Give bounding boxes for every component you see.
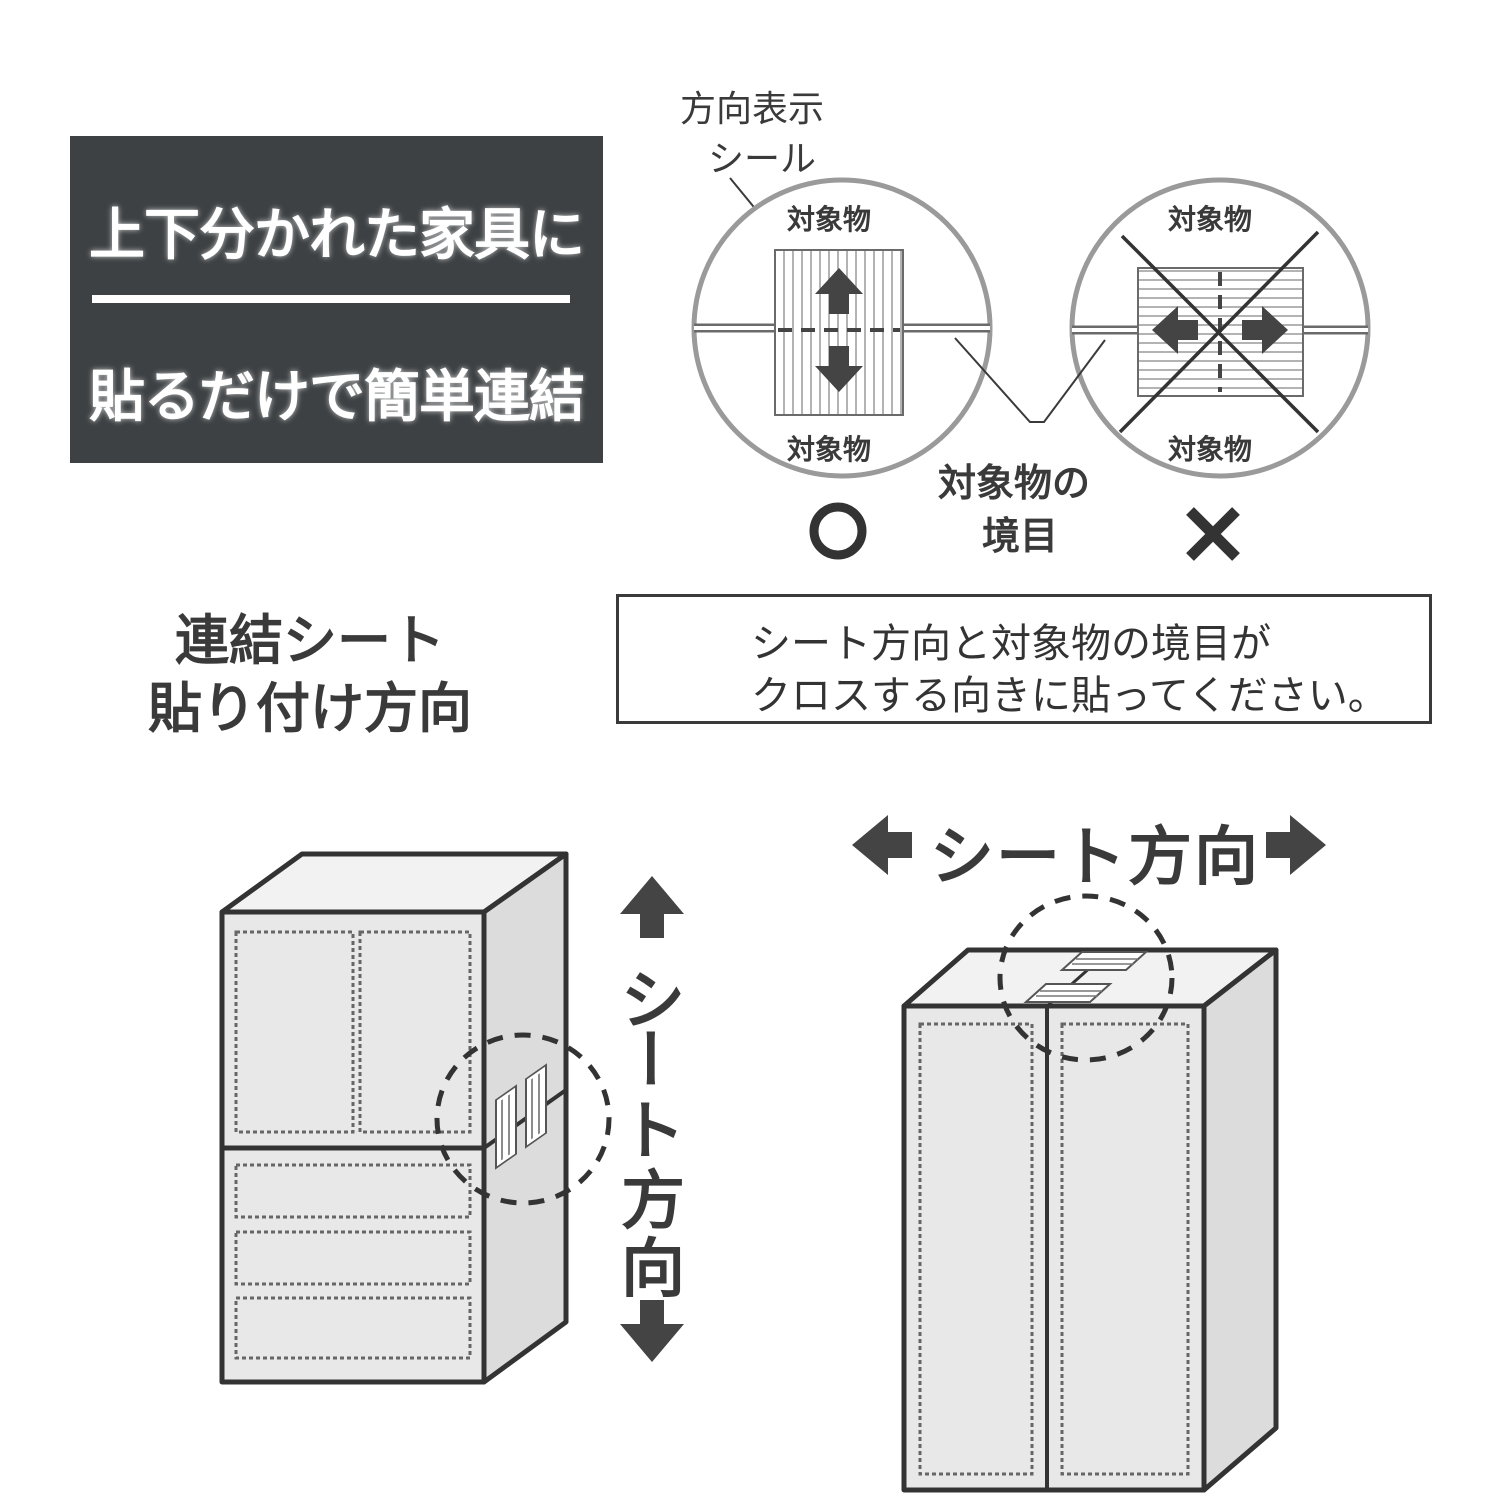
left-arrow-icon: [1152, 306, 1198, 354]
left-arrow-icon: [852, 815, 912, 875]
warning-box: シート方向と対象物の境目が クロスする向きに貼ってください。: [616, 594, 1432, 724]
title-divider: [92, 295, 570, 303]
cross-line: [1118, 230, 1320, 434]
cabinet-panels: [918, 1022, 1190, 1476]
ng-example-circle: [1069, 177, 1371, 479]
sheet-direction-vertical-char: 向: [621, 1233, 685, 1307]
warning-line-2: クロスする向きに貼ってください。: [751, 673, 1388, 719]
boundary-label-line-2: 境目: [982, 514, 1059, 558]
warning-line-1: シート方向と対象物の境目が: [751, 621, 1271, 667]
ng-mark: [1186, 507, 1240, 561]
sheet-direction-vertical-char: ト: [621, 1095, 685, 1169]
up-arrow-icon: [620, 876, 684, 938]
down-arrow-icon: [815, 346, 863, 392]
object-label-ng-top: 対象物: [1168, 203, 1253, 236]
title-line-2: 貼るだけで簡単連結: [89, 365, 585, 430]
boundary-label-line-1: 対象物の: [938, 461, 1091, 505]
cross-line: [1120, 234, 1320, 434]
direction-heading-line-1: 連結シート: [175, 609, 445, 672]
sheet-direction-horizontal-label: シート方向: [930, 821, 1260, 895]
up-arrow-icon: [815, 268, 863, 314]
down-arrow-icon: [620, 1300, 684, 1362]
title-line-1: 上下分かれた家具に: [89, 203, 585, 268]
highlight-circle-left: [434, 1032, 612, 1206]
sheet-sticker: [495, 1063, 547, 1170]
direction-heading-line-2: 貼り付け方向: [148, 677, 472, 740]
highlight-circle-right: [997, 893, 1175, 1063]
ok-mark: [809, 502, 867, 560]
right-arrow-icon: [1242, 306, 1288, 354]
ok-example-circle: [691, 177, 993, 479]
right-arrow-icon: [1266, 815, 1326, 875]
boundary-leader-line: [954, 337, 1106, 423]
object-label-ok-bottom: 対象物: [787, 433, 872, 466]
object-label-ng-bottom: 対象物: [1168, 433, 1253, 466]
sticker-label-line-2: シール: [708, 139, 817, 180]
sticker-label-line-1: 方向表示: [680, 89, 825, 130]
sheet-direction-vertical-char: シ: [621, 965, 685, 1039]
sheet-direction-vertical-char: 方: [621, 1165, 685, 1239]
cabinet-panels: [234, 930, 472, 1360]
sheet-sticker: [1023, 951, 1149, 1003]
object-label-ok-top: 対象物: [787, 203, 872, 236]
